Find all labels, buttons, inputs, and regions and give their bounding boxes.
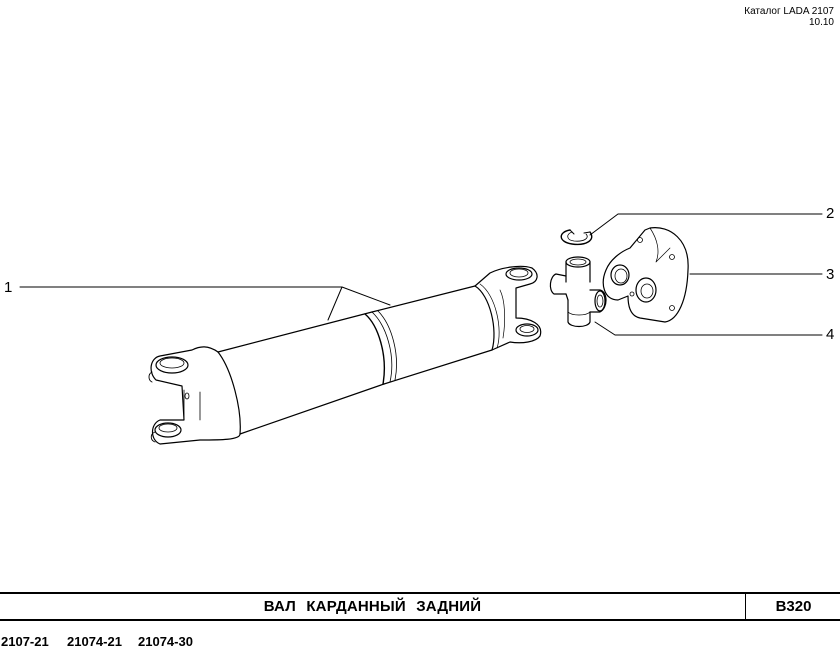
- section-code: B320: [775, 598, 812, 615]
- title-divider: [745, 594, 746, 619]
- callout-1: 1: [4, 279, 13, 296]
- flange-yoke: [602, 227, 689, 323]
- left-yoke: [148, 346, 241, 445]
- model-code: 21074-30: [138, 634, 193, 649]
- driveshaft-diagram: [19, 213, 823, 445]
- leader-lines: [19, 213, 823, 336]
- page-title: ВАЛ КАРДАННЫЙ ЗАДНИЙ: [263, 598, 482, 615]
- leader-line-1: [19, 286, 391, 321]
- universal-joint-cross: [549, 256, 607, 328]
- catalog-title: Каталог LADA 2107: [744, 6, 834, 17]
- model-code: 2107-21: [1, 634, 49, 649]
- title-bar: ВАЛ КАРДАННЫЙ ЗАДНИЙ B320: [0, 592, 840, 621]
- driveshaft-tube: [217, 283, 500, 435]
- model-code: 21074-21: [67, 634, 122, 649]
- callout-3: 3: [826, 266, 835, 283]
- retaining-ring: [560, 229, 593, 246]
- catalog-header: Каталог LADA 2107 10.10: [744, 6, 834, 28]
- callout-2: 2: [826, 205, 835, 222]
- catalog-date: 10.10: [808, 17, 834, 28]
- callout-4: 4: [826, 326, 835, 343]
- leader-line-2: [589, 213, 823, 236]
- right-yoke: [474, 265, 542, 351]
- leader-line-4: [594, 321, 823, 336]
